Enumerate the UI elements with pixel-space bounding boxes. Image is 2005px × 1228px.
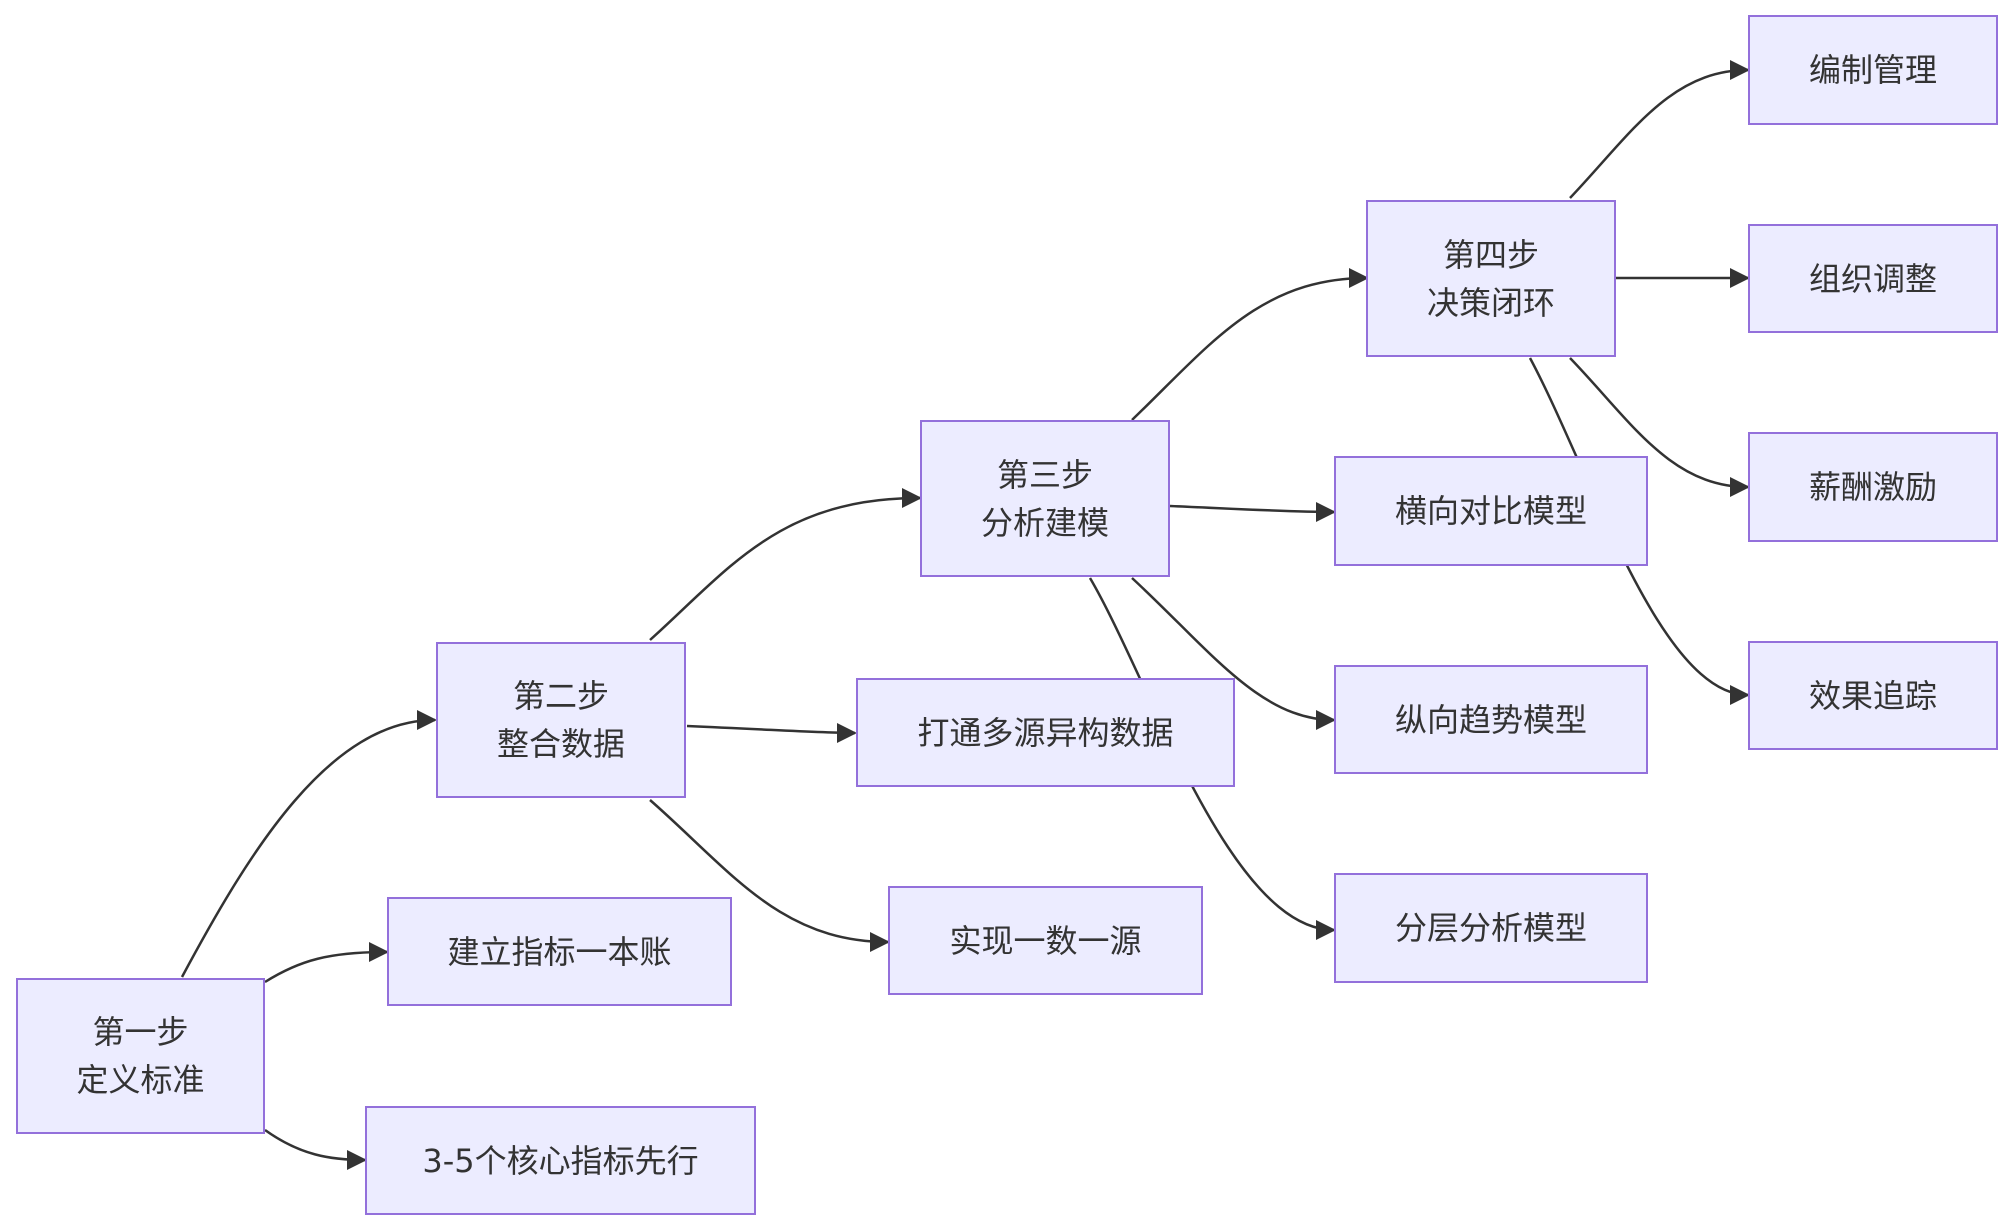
step1-title: 第一步: [92, 1013, 189, 1051]
edge-step3-to-vertical: [1131, 577, 1336, 730]
edge-step1-to-step2: [180, 710, 437, 978]
ledger-label: 建立指标一本账: [447, 932, 672, 971]
step2-title: 第二步: [512, 677, 609, 715]
ledger-node: 建立指标一本账: [387, 897, 732, 1006]
step3-subtitle: 分析建模: [980, 503, 1109, 542]
core-indicators-node: 3-5个核心指标先行: [365, 1106, 756, 1215]
staffing-label: 编制管理: [1808, 51, 1937, 89]
single-source-node: 实现一数一源: [888, 886, 1203, 995]
vertical-model-node: 纵向趋势模型: [1334, 665, 1648, 774]
connect-data-node: 打通多源异构数据: [856, 678, 1235, 787]
edge-step4-to-tracking: [1528, 357, 1750, 705]
pay-incentive-node: 薪酬激励: [1748, 432, 1998, 542]
edge-step3-to-layered: [1088, 577, 1336, 940]
edge-step3-to-horizontal: [1169, 501, 1336, 522]
layered-model-label: 分层分析模型: [1394, 909, 1587, 947]
org-adjustment-label: 组织调整: [1808, 259, 1937, 298]
step4-subtitle: 决策闭环: [1426, 283, 1555, 322]
horizontal-model-node: 横向对比模型: [1334, 456, 1648, 566]
edge-step4-to-pay: [1569, 357, 1750, 497]
effect-tracking-node: 效果追踪: [1748, 641, 1998, 750]
step3-title: 第三步: [996, 455, 1093, 494]
step1-subtitle: 定义标准: [76, 1061, 205, 1099]
layered-model-node: 分层分析模型: [1334, 873, 1648, 983]
effect-tracking-label: 效果追踪: [1808, 676, 1937, 715]
step4-title: 第四步: [1442, 235, 1539, 274]
step1-node: 第一步 定义标准: [16, 978, 265, 1134]
vertical-model-label: 纵向趋势模型: [1394, 700, 1587, 739]
single-source-label: 实现一数一源: [949, 921, 1142, 960]
edge-step3-to-step4: [1131, 268, 1369, 421]
edge-step1-to-core: [264, 1128, 367, 1170]
edge-step1-to-ledger: [264, 942, 389, 984]
edge-step2-to-single-source: [649, 799, 890, 952]
step2-subtitle: 整合数据: [496, 725, 625, 763]
edge-step2-to-connect: [686, 722, 857, 743]
org-adjustment-node: 组织调整: [1748, 224, 1998, 333]
connect-data-label: 打通多源异构数据: [917, 713, 1174, 752]
horizontal-model-label: 横向对比模型: [1394, 492, 1587, 530]
core-indicators-label: 3-5个核心指标先行: [422, 1141, 699, 1180]
step3-node: 第三步 分析建模: [920, 420, 1170, 577]
staffing-node: 编制管理: [1748, 15, 1998, 125]
step2-node: 第二步 整合数据: [436, 642, 686, 798]
step4-node: 第四步 决策闭环: [1366, 200, 1616, 357]
edge-step2-to-step3: [649, 488, 922, 641]
pay-incentive-label: 薪酬激励: [1808, 468, 1937, 506]
edge-step4-to-staffing: [1569, 60, 1750, 199]
